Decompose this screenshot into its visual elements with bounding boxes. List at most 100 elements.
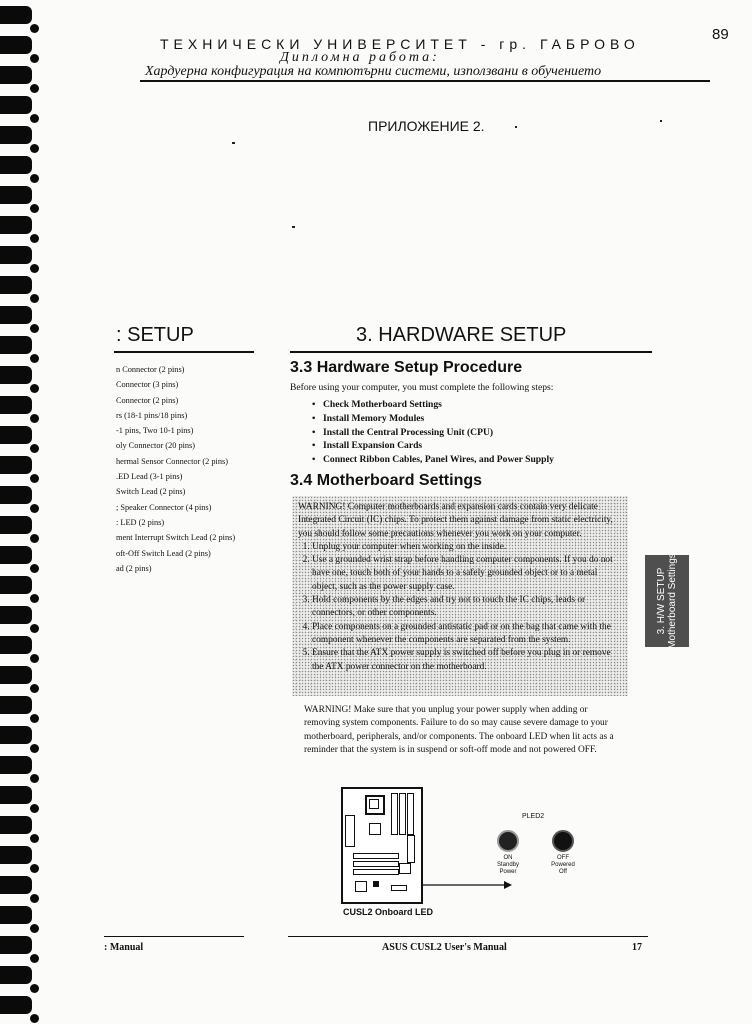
connector-list-item: ; Speaker Connector (4 pins) xyxy=(116,502,212,512)
led-off-caption: OFF Powered Off xyxy=(551,855,575,875)
page-number: 89 xyxy=(712,26,729,43)
binding-ring xyxy=(0,156,32,174)
chapter-heading: 3. HARDWARE SETUP xyxy=(356,324,567,346)
setup-step: Connect Ribbon Cables, Panel Wires, and … xyxy=(312,453,554,467)
connector-list-item: oly Connector (20 pins) xyxy=(116,441,196,451)
motherboard-diagram xyxy=(341,787,423,904)
binding-hole xyxy=(30,684,39,693)
binding-hole xyxy=(30,174,39,183)
binding-hole xyxy=(30,294,39,303)
section-3-4-title: 3.4 Motherboard Settings xyxy=(290,472,483,489)
left-connector-list: n Connector (2 pins)Connector (3 pins)Co… xyxy=(116,362,235,576)
binding-ring xyxy=(0,966,32,984)
binding-ring xyxy=(0,36,32,54)
binding-ring xyxy=(0,66,32,84)
binding-hole xyxy=(30,984,39,993)
connector-list-item: ment Interrupt Switch Lead (2 pins) xyxy=(116,533,236,543)
left-page-heading: : SETUP xyxy=(116,324,194,346)
section-3-3-intro: Before using your computer, you must com… xyxy=(290,382,554,393)
binding-hole xyxy=(30,324,39,333)
chapter-rule xyxy=(290,351,652,353)
pled-label: PLED2 xyxy=(522,813,545,820)
warning-intro: WARNING! Computer motherboards and expan… xyxy=(298,502,613,539)
binding-ring xyxy=(0,636,32,654)
binding-ring xyxy=(0,396,32,414)
binding-hole xyxy=(30,954,39,963)
binding-ring xyxy=(0,276,32,294)
binding-ring xyxy=(0,306,32,324)
led-pointer-arrow xyxy=(422,881,512,889)
binding-hole xyxy=(30,714,39,723)
setup-steps-list: Check Motherboard SettingsInstall Memory… xyxy=(312,398,554,467)
binding-ring xyxy=(0,516,32,534)
binding-hole xyxy=(30,144,39,153)
binding-hole xyxy=(30,414,39,423)
binding-ring xyxy=(0,126,32,144)
binding-ring xyxy=(0,486,32,504)
binding-hole xyxy=(30,774,39,783)
connector-list-item: -1 pins, Two 10-1 pins) xyxy=(116,426,194,436)
binding-hole xyxy=(30,114,39,123)
appendix-label: ПРИЛОЖЕНИЕ 2. xyxy=(368,118,485,134)
binding-hole xyxy=(30,54,39,63)
binding-hole xyxy=(30,84,39,93)
binding-ring xyxy=(0,186,32,204)
binding-ring xyxy=(0,786,32,804)
binding-ring xyxy=(0,336,32,354)
footer-page-number: 17 xyxy=(632,942,642,953)
setup-step: Install Memory Modules xyxy=(312,412,554,426)
binding-hole xyxy=(30,354,39,363)
binding-hole xyxy=(30,924,39,933)
section-3-3-title: 3.3 Hardware Setup Procedure xyxy=(290,359,523,376)
connector-list-item: oft-Off Switch Lead (2 pins) xyxy=(116,548,211,558)
binding-hole xyxy=(30,744,39,753)
binding-hole xyxy=(30,534,39,543)
binding-ring xyxy=(0,876,32,894)
binding-ring xyxy=(0,546,32,564)
binding-ring xyxy=(0,456,32,474)
binding-ring xyxy=(0,606,32,624)
binding-ring xyxy=(0,906,32,924)
precaution-item: Use a grounded wrist strap before handli… xyxy=(312,554,622,594)
connector-list-item: .ED Lead (3-1 pins) xyxy=(116,472,183,482)
binding-hole xyxy=(30,654,39,663)
binding-ring xyxy=(0,6,32,24)
binding-ring xyxy=(0,696,32,714)
binding-ring xyxy=(0,816,32,834)
university-header: ТЕХНИЧЕСКИ УНИВЕРСИТЕТ - гр. ГАБРОВО xyxy=(160,36,640,52)
led-off-icon xyxy=(552,830,574,852)
binding-hole xyxy=(30,624,39,633)
binding-hole xyxy=(30,504,39,513)
binding-ring xyxy=(0,936,32,954)
binding-ring xyxy=(0,726,32,744)
power-warning: WARNING! Make sure that you unplug your … xyxy=(304,705,614,755)
binding-hole xyxy=(30,894,39,903)
binding-hole xyxy=(30,864,39,873)
binding-hole xyxy=(30,204,39,213)
setup-step: Check Motherboard Settings xyxy=(312,398,554,412)
connector-list-item: Switch Lead (2 pins) xyxy=(116,487,186,497)
binding-ring xyxy=(0,216,32,234)
led-on-icon xyxy=(497,830,519,852)
binding-hole xyxy=(30,564,39,573)
binding-hole xyxy=(30,804,39,813)
precaution-item: Ensure that the ATX power supply is swit… xyxy=(312,647,622,674)
spiral-binding xyxy=(0,0,46,1024)
footer-manual-title: ASUS CUSL2 User's Manual xyxy=(382,942,507,953)
binding-ring xyxy=(0,576,32,594)
connector-list-item: n Connector (2 pins) xyxy=(116,365,185,374)
binding-hole xyxy=(30,264,39,273)
setup-step: Install the Central Processing Unit (CPU… xyxy=(312,426,554,440)
connector-list-item: hermal Sensor Connector (2 pins) xyxy=(116,456,228,466)
connector-list-item: : LED (2 pins) xyxy=(116,517,165,527)
binding-hole xyxy=(30,384,39,393)
binding-ring xyxy=(0,996,32,1014)
binding-ring xyxy=(0,246,32,264)
side-tab-line1: 3. H/W SETUP xyxy=(656,567,667,635)
binding-ring xyxy=(0,426,32,444)
precaution-item: Unplug your computer when working on the… xyxy=(312,541,622,554)
binding-hole xyxy=(30,444,39,453)
binding-hole xyxy=(30,24,39,33)
left-footer-rule xyxy=(104,936,244,937)
